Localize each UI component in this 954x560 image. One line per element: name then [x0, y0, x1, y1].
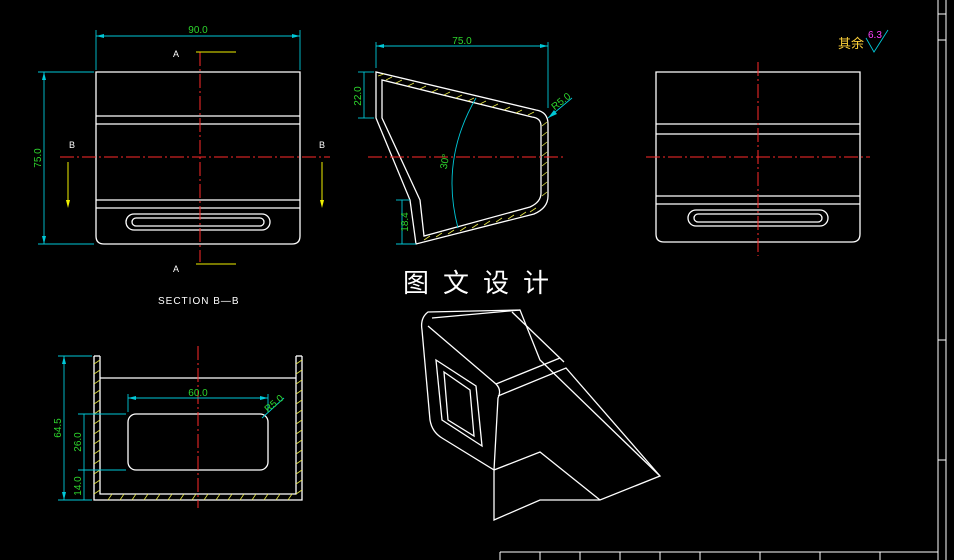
side-radius-dimension: R5.0: [550, 91, 574, 113]
section-mark-b-right: B: [319, 140, 325, 150]
rear-view: [646, 62, 870, 256]
section-mark-a-bottom: A: [173, 264, 179, 274]
front-width-dimension: 90.0: [188, 25, 208, 36]
section-opening-height-dimension: 26.0: [73, 432, 84, 452]
front-view: [38, 30, 330, 265]
roughness-label: 其余: [838, 36, 864, 52]
section-opening-width-dimension: 60.0: [188, 388, 208, 399]
section-mark-b-left: B: [69, 140, 75, 150]
section-mark-a-top: A: [173, 49, 179, 59]
side-top-dimension: 22.0: [353, 86, 364, 106]
front-height-dimension: 75.0: [33, 148, 44, 168]
section-b-view: [58, 346, 303, 508]
roughness-symbol-icon: [865, 29, 889, 53]
side-bottom-dimension: 18.4: [400, 212, 411, 232]
section-title: SECTION B—B: [158, 296, 240, 307]
title-block: [499, 0, 947, 560]
section-height-dimension: 64.5: [53, 418, 64, 438]
side-section-view: [358, 42, 573, 245]
section-bottom-dimension: 14.0: [73, 476, 84, 496]
side-angle-dimension: 30°: [439, 153, 452, 170]
isometric-view: [420, 309, 662, 521]
roughness-value: 6.3: [868, 30, 882, 41]
side-width-dimension: 75.0: [452, 36, 472, 47]
section-radius-dimension: R5.0: [263, 393, 287, 415]
watermark-text: 图文设计: [403, 269, 563, 299]
